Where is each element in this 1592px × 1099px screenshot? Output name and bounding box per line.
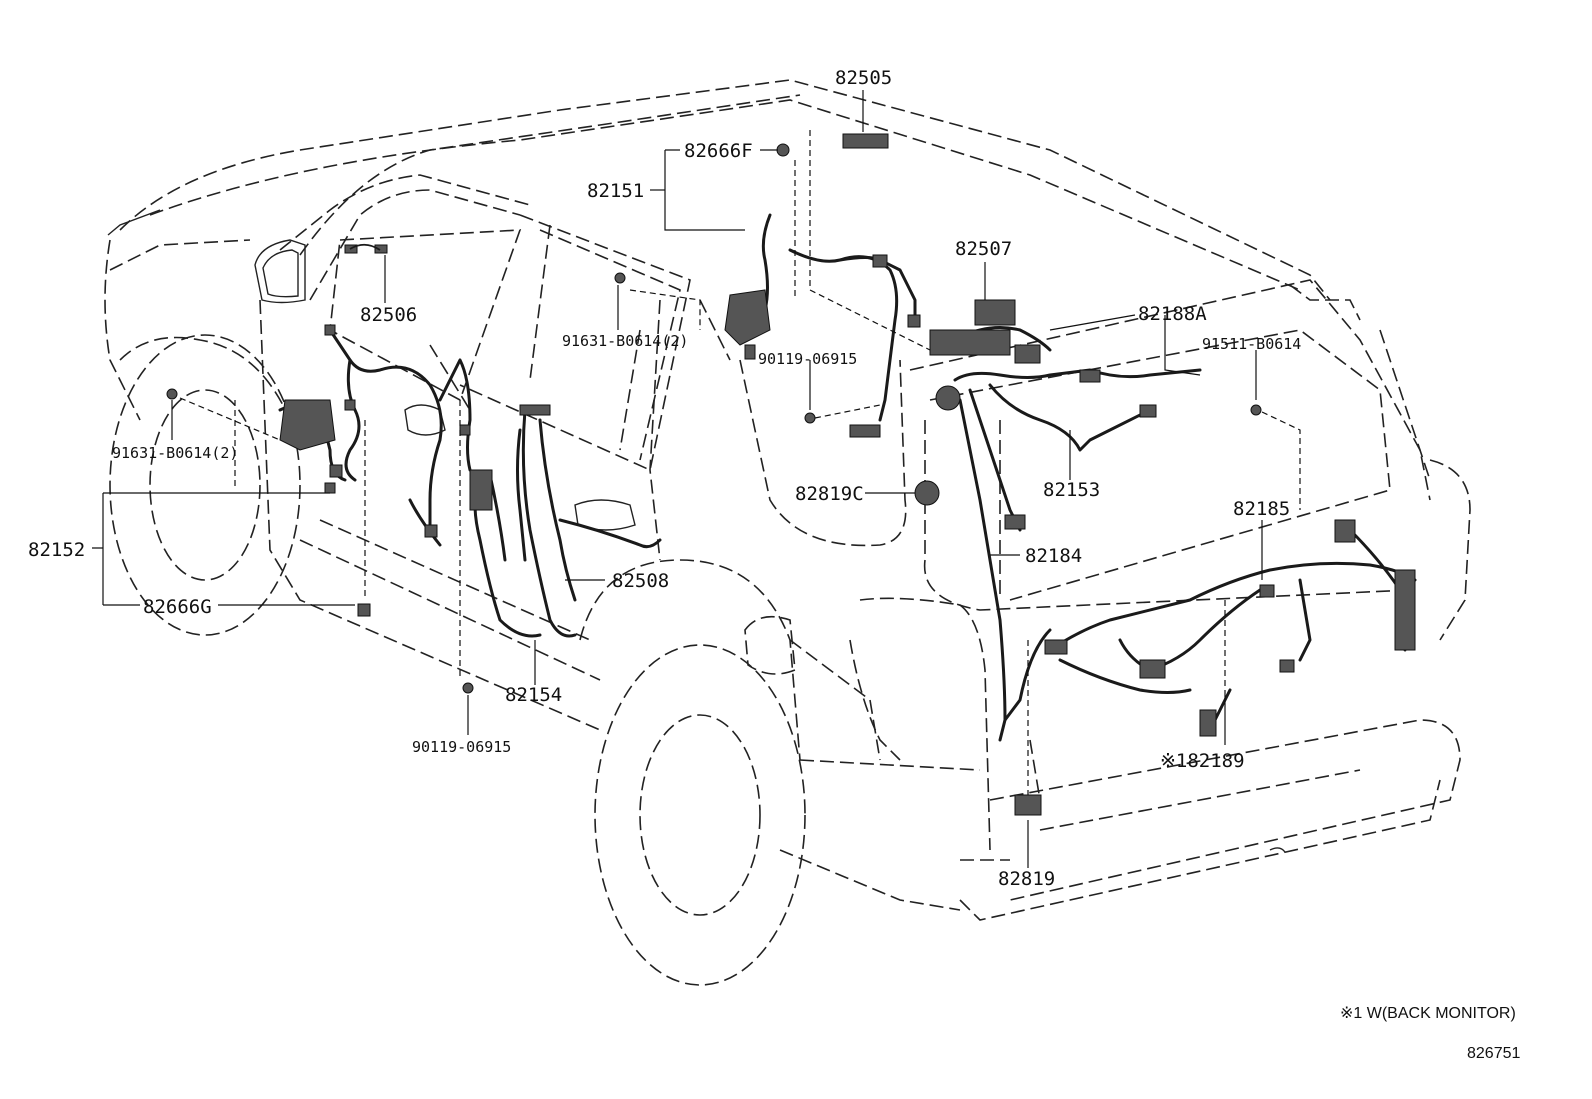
label-82508: 82508: [612, 570, 669, 592]
label-82185: 82185: [1233, 498, 1290, 520]
vehicle-outline: [104, 79, 1471, 986]
grommet-82819C: [914, 480, 940, 506]
label-91631-b0614-left: 91631-B0614(2): [112, 444, 238, 462]
part-labels: 82505 82666F 82151 82507 82188A 82506 91…: [28, 67, 1301, 890]
bolt-91631-top: [614, 272, 626, 284]
label-82506: 82506: [360, 304, 417, 326]
label-82189: ※182189: [1160, 750, 1245, 772]
bolt-91511: [1250, 404, 1262, 416]
label-82151: 82151: [587, 180, 644, 202]
bolt-91631-left: [166, 388, 178, 400]
label-82666F: 82666F: [684, 140, 753, 162]
label-91631-b0614-top: 91631-B0614(2): [562, 332, 688, 350]
label-82188A: 82188A: [1138, 303, 1207, 325]
connector-82505: [842, 133, 889, 149]
connector-82819: [1014, 794, 1042, 816]
label-82152: 82152: [28, 539, 85, 561]
diagram-id: 826751: [1467, 1045, 1520, 1062]
bolt-90119-top: [804, 412, 816, 424]
label-82505: 82505: [835, 67, 892, 89]
harness-82507-82153-rear: [929, 299, 1202, 742]
harness-82508-rear-door: [516, 404, 662, 638]
label-82154: 82154: [505, 684, 562, 706]
harness-82506-front-door: [324, 243, 472, 547]
leader-lines: [92, 90, 1301, 868]
clamp-82666F: [776, 143, 790, 157]
label-91511-b0614: 91511-B0614: [1202, 335, 1301, 353]
label-90119-06915-bottom: 90119-06915: [412, 738, 511, 756]
bolt-90119-bottom: [462, 682, 474, 694]
label-82153: 82153: [1043, 479, 1100, 501]
harness-82151-roof: [724, 213, 921, 438]
label-82819: 82819: [998, 868, 1055, 890]
label-82507: 82507: [955, 238, 1012, 260]
label-82184: 82184: [1025, 545, 1082, 567]
harness-82185-liftgate: [1003, 519, 1417, 737]
clamp-82666G: [357, 603, 371, 617]
harness-82154: [469, 469, 542, 638]
harness-82152-front-left: [278, 399, 347, 482]
footnote-back-monitor: ※1 W(BACK MONITOR): [1340, 1005, 1516, 1022]
label-90119-06915-top: 90119-06915: [758, 350, 857, 368]
small-parts: [166, 133, 1262, 816]
label-82819C: 82819C: [795, 483, 864, 505]
label-82666G: 82666G: [143, 596, 212, 618]
